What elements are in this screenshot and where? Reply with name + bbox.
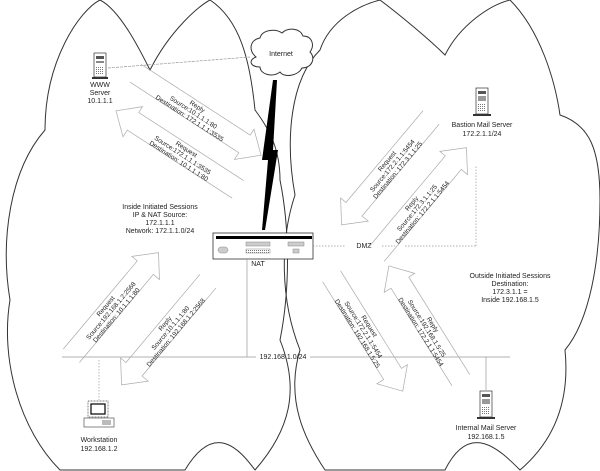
www-server-label-2: Server bbox=[90, 90, 111, 97]
internal-mail-server[interactable] bbox=[477, 390, 495, 419]
workstation-label-2: 192.168.1.2 bbox=[81, 446, 118, 453]
flow-arrow-bastion-request: Request Source:172.2.1.1:5454 Destinatio… bbox=[340, 110, 440, 226]
dmz-label: DMZ bbox=[356, 243, 372, 250]
bastion-label-2: 172.2.1.1/24 bbox=[463, 131, 502, 138]
flow-text: Source:192.168.1.2:2568 bbox=[85, 281, 138, 342]
bastion-mail-server[interactable] bbox=[473, 87, 491, 116]
flow-text: Destination: 192.168.1.2:2568 bbox=[146, 297, 207, 368]
outside-note-line-1: Outside Initiated Sessions bbox=[470, 273, 551, 280]
flow-text: Destination: 172.2.1.1:5454 bbox=[396, 297, 444, 368]
workstation[interactable] bbox=[83, 400, 115, 428]
www-internet-link bbox=[107, 56, 251, 69]
outside-cloud bbox=[283, 0, 600, 471]
flow-arrow-internal-request: Request Source:172.2.1.1:5454 Destinatio… bbox=[322, 270, 408, 392]
internal-mail-label-1: Internal Mail Server bbox=[456, 425, 517, 432]
www-server-label-1: WWW bbox=[90, 82, 110, 89]
internet-label: Internet bbox=[269, 51, 293, 58]
outside-sessions-note: Outside Initiated Sessions Destination: … bbox=[470, 273, 551, 304]
flow-text: Destination: 172.2.1.1:5454 bbox=[395, 180, 452, 246]
lan-label: 192.168.1.0/24 bbox=[260, 354, 307, 361]
flow-arrow-bastion-reply: Reply Source:172.3.1.1:25 Destination: 1… bbox=[367, 147, 468, 262]
inside-note-line-2: IP & NAT Source: bbox=[133, 212, 188, 219]
inside-note-line-1: Inside Initiated Sessions bbox=[122, 204, 198, 211]
server-tower-icon bbox=[477, 390, 495, 419]
inside-note-line-3: 172.1.1.1 bbox=[145, 220, 174, 227]
server-tower-icon bbox=[473, 87, 491, 116]
flow-arrow-www-reply: Reply Source:10.1.1.1:80 Destination: 17… bbox=[129, 64, 262, 160]
inside-sessions-note: Inside Initiated Sessions IP & NAT Sourc… bbox=[122, 204, 198, 235]
outside-note-line-2: Destination: bbox=[492, 281, 529, 288]
flow-text: Source:172.3.1.1:25 bbox=[396, 183, 439, 233]
flow-arrow-internal-reply: Reply Source:192.168.1.5:25 Destination:… bbox=[383, 265, 471, 386]
wan-lightning-icon bbox=[262, 80, 278, 230]
nat-router[interactable] bbox=[212, 232, 314, 260]
server-tower-icon bbox=[92, 52, 108, 79]
outside-note-line-3: 172.3.1.1 = bbox=[492, 289, 527, 296]
outside-note-line-4: Inside 192.168.1.5 bbox=[481, 297, 539, 304]
inside-note-line-4: Network: 172.1.1.0/24 bbox=[126, 228, 195, 235]
inside-cloud bbox=[5, 0, 291, 471]
bastion-label-1: Bastion Mail Server bbox=[452, 122, 513, 129]
workstation-label-1: Workstation bbox=[81, 437, 118, 444]
internal-mail-label-2: 192.168.1.5 bbox=[468, 434, 505, 441]
www-server-label-3: 10.1.1.1 bbox=[87, 98, 112, 105]
nat-label: NAT bbox=[251, 261, 265, 268]
desktop-computer-icon bbox=[83, 400, 115, 428]
www-server[interactable] bbox=[92, 52, 108, 79]
internet-cloud bbox=[250, 28, 314, 76]
